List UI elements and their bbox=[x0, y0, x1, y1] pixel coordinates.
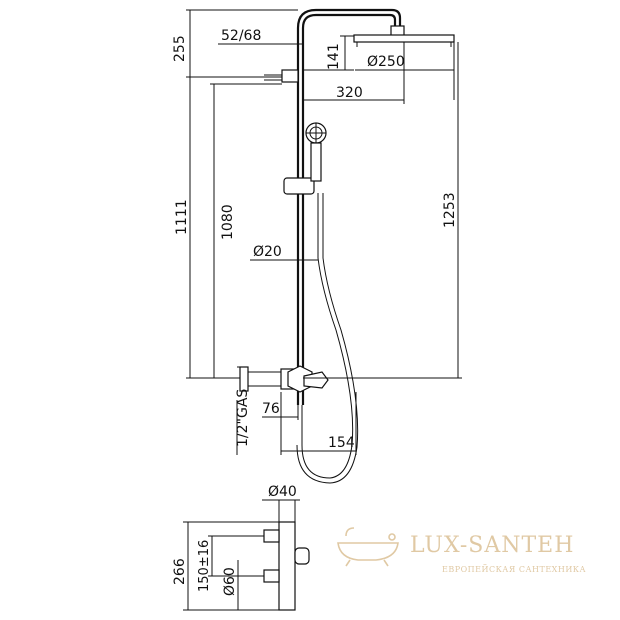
dim-320: 320 bbox=[336, 85, 363, 101]
mixer-detail-body bbox=[278, 521, 296, 611]
dim-gas: 1/2"GAS bbox=[235, 389, 251, 447]
overhead-shower-head bbox=[353, 34, 455, 43]
watermark-brand: LUX-SANTEH bbox=[410, 533, 574, 558]
watermark: LUX-SANTEH ЕВРОПЕЙСКАЯ САНТЕХНИКА bbox=[337, 527, 586, 574]
dim-60: Ø60 bbox=[222, 567, 238, 596]
hand-shower-handle bbox=[310, 142, 322, 182]
shower-hose bbox=[301, 193, 354, 479]
dim-20: Ø20 bbox=[253, 244, 282, 260]
dim-76: 76 bbox=[262, 401, 280, 417]
dim-266: 266 bbox=[172, 558, 188, 585]
dim-40: Ø40 bbox=[268, 484, 297, 500]
shower-column bbox=[239, 8, 455, 484]
mixer-detail-lever bbox=[294, 547, 310, 565]
dim-1111: 1111 bbox=[174, 199, 190, 235]
wall-inlet bbox=[239, 366, 249, 392]
mixer-detail-eccentric-bottom bbox=[263, 569, 280, 583]
hand-shower-holder bbox=[283, 177, 315, 195]
dim-150: 150±16 bbox=[197, 540, 212, 592]
dim-154: 154 bbox=[328, 435, 355, 451]
dim-255: 255 bbox=[172, 35, 188, 62]
wall-bracket-top bbox=[281, 69, 299, 83]
mixer-lever bbox=[303, 371, 329, 389]
dim-250: Ø250 bbox=[367, 54, 405, 70]
watermark-subtitle: ЕВРОПЕЙСКАЯ САНТЕХНИКА bbox=[442, 565, 586, 574]
bathtub-logo-icon bbox=[337, 527, 399, 567]
overhead-arm bbox=[296, 8, 402, 30]
dim-52-68: 52/68 bbox=[221, 28, 261, 44]
dimension-lines bbox=[186, 9, 462, 455]
mixer-detail-view bbox=[183, 499, 310, 611]
dim-1253: 1253 bbox=[442, 192, 458, 228]
dim-141: 141 bbox=[326, 43, 342, 70]
mixer-detail-eccentric-top bbox=[263, 529, 280, 543]
dim-1080: 1080 bbox=[220, 204, 236, 240]
